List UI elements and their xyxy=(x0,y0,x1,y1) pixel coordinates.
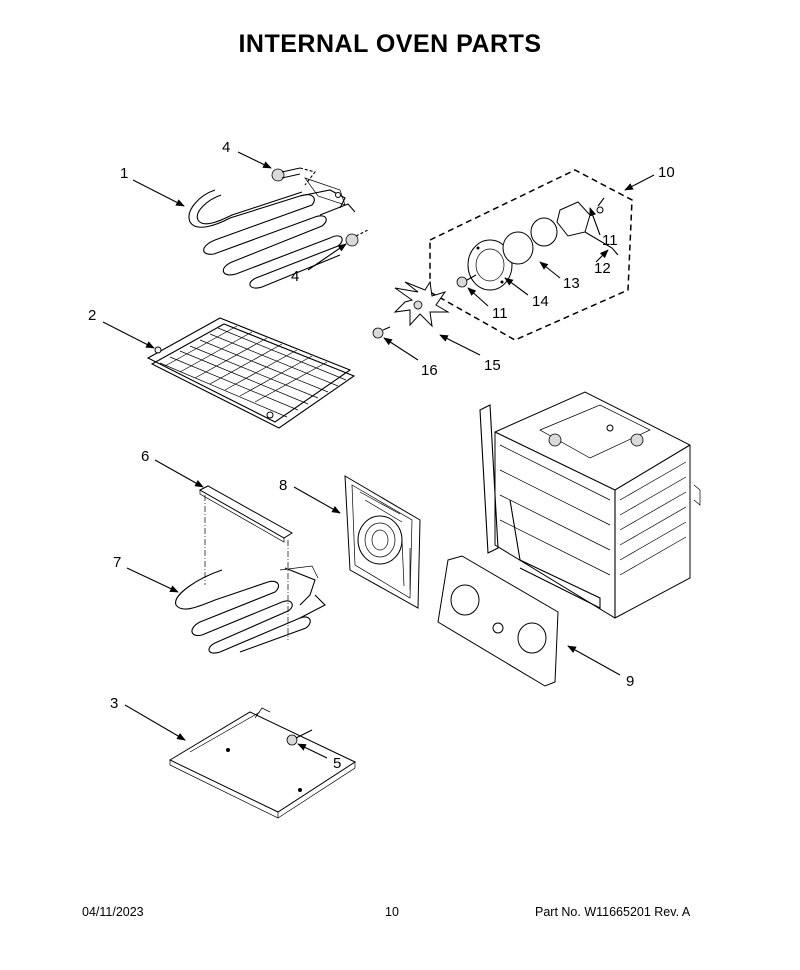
callout-8: 8 xyxy=(279,477,287,494)
rear-panel-part-9 xyxy=(437,555,559,687)
shield-part-6 xyxy=(198,485,293,640)
callout-6: 6 xyxy=(141,448,149,465)
fan-plate-part-14 xyxy=(467,239,513,291)
broil-element-part xyxy=(188,177,356,289)
fan-cover-part-8 xyxy=(344,475,421,609)
footer-page-number: 10 xyxy=(385,905,399,919)
footer-part-number: Part No. W11665201 Rev. A xyxy=(535,905,691,919)
oven-rack-part-2 xyxy=(146,317,356,429)
callout-4-bottom: 4 xyxy=(291,268,299,285)
callout-9: 9 xyxy=(626,673,634,690)
callout-10: 10 xyxy=(658,164,675,181)
callout-12: 12 xyxy=(594,260,611,277)
page-title: INTERNAL OVEN PARTS xyxy=(238,30,542,58)
leader-arrows xyxy=(102,151,655,759)
nut-part-16 xyxy=(372,326,391,339)
screw-part-11a xyxy=(456,274,477,288)
oven-cavity xyxy=(479,391,701,619)
callout-7: 7 xyxy=(113,554,121,571)
callout-2: 2 xyxy=(88,307,96,324)
callout-14: 14 xyxy=(532,293,549,310)
callout-11-screw: 11 xyxy=(492,305,508,322)
callout-15: 15 xyxy=(484,357,501,374)
screw-part-4a xyxy=(271,167,316,186)
fan-blade-part-15 xyxy=(393,280,450,328)
callout-16: 16 xyxy=(421,362,438,379)
callout-3: 3 xyxy=(110,695,118,712)
oven-bottom-part-3 xyxy=(168,707,357,819)
screw-part-4b xyxy=(345,229,369,247)
callout-1: 1 xyxy=(120,165,128,182)
callout-13: 13 xyxy=(563,275,580,292)
callout-labels: 1 2 3 4 4 5 6 7 8 9 10 11 11 12 13 14 15… xyxy=(88,139,675,772)
footer-date: 04/11/2023 xyxy=(82,905,144,919)
insulation-part-13 xyxy=(502,217,558,265)
callout-4-top: 4 xyxy=(222,139,230,156)
callout-5: 5 xyxy=(333,755,341,772)
bake-element-part-7 xyxy=(175,565,326,654)
convection-assembly-dashed-box xyxy=(429,169,633,341)
callout-11-motor: 11 xyxy=(602,232,618,249)
fan-motor-part-12 xyxy=(556,197,619,256)
